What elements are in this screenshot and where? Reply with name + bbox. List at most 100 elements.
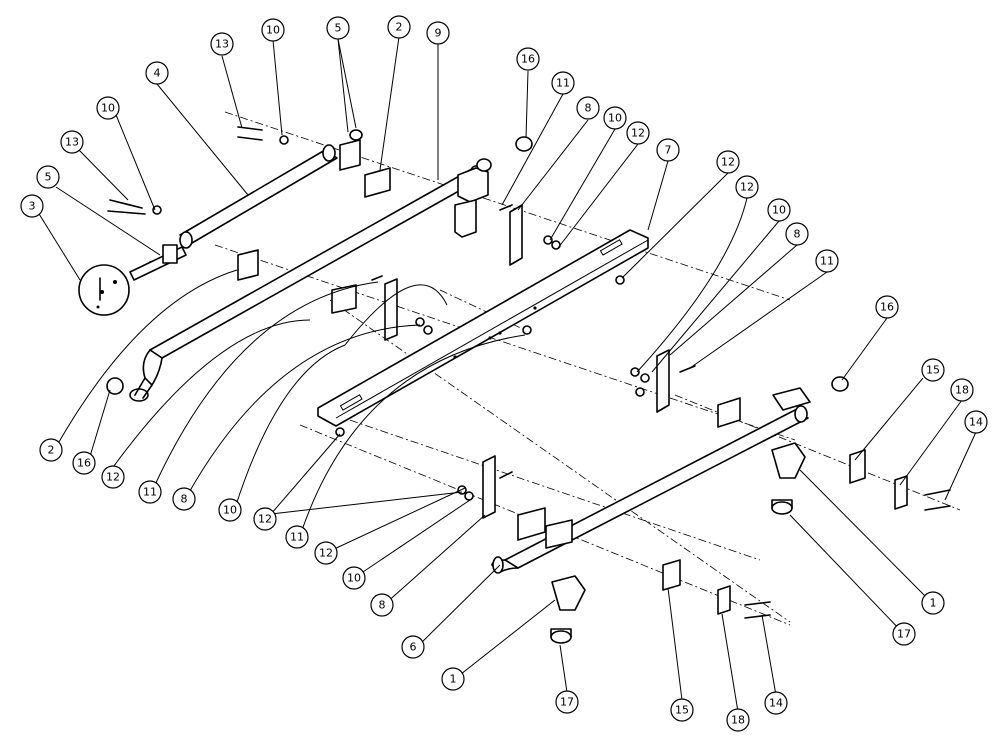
item-balloons: 13 10 5 2 9 16 11 8 10 12 7 12 12 10 8 1… <box>20 15 988 732</box>
item-balloon: 18 <box>950 378 974 402</box>
svg-text:11: 11 <box>556 77 570 90</box>
item-balloon: 15 <box>921 358 945 382</box>
svg-text:16: 16 <box>880 301 894 314</box>
item-balloon: 12 <box>314 541 338 565</box>
svg-text:12: 12 <box>631 127 645 140</box>
svg-text:12: 12 <box>740 181 754 194</box>
item-balloon: 12 <box>101 465 125 489</box>
caps-and-feet <box>106 136 849 644</box>
svg-text:16: 16 <box>521 53 535 66</box>
item-balloon: 12 <box>253 507 277 531</box>
svg-text:11: 11 <box>290 531 304 544</box>
swivel-castings <box>551 442 806 611</box>
svg-text:14: 14 <box>769 697 783 710</box>
svg-text:1: 1 <box>930 597 937 610</box>
item-balloon: 17 <box>555 690 579 714</box>
svg-text:10: 10 <box>347 572 361 585</box>
svg-text:9: 9 <box>435 27 442 40</box>
svg-text:5: 5 <box>335 22 342 35</box>
svg-text:8: 8 <box>585 102 592 115</box>
item-balloon: 8 <box>785 222 809 246</box>
svg-text:18: 18 <box>731 714 745 727</box>
svg-text:6: 6 <box>410 641 417 654</box>
svg-text:10: 10 <box>266 24 280 37</box>
item-balloon: 13 <box>60 130 84 154</box>
item-balloon: 12 <box>626 121 650 145</box>
item-balloon: 11 <box>285 525 309 549</box>
item-balloon: 14 <box>764 691 788 715</box>
svg-text:12: 12 <box>319 547 333 560</box>
item-balloon: 3 <box>20 194 44 218</box>
item-balloon: 10 <box>767 198 791 222</box>
svg-text:17: 17 <box>897 628 911 641</box>
center-channel-frame <box>317 229 649 427</box>
svg-text:5: 5 <box>45 171 52 184</box>
plates <box>384 204 908 615</box>
item-balloon: 8 <box>172 487 196 511</box>
svg-text:8: 8 <box>379 599 386 612</box>
item-balloon: 5 <box>326 16 350 40</box>
item-balloon: 11 <box>551 71 575 95</box>
svg-text:10: 10 <box>223 504 237 517</box>
item-balloon: 2 <box>387 15 411 39</box>
fasteners <box>107 126 951 619</box>
item-balloon: 4 <box>145 61 169 85</box>
item-balloon: 1 <box>441 667 465 691</box>
svg-text:11: 11 <box>143 486 157 499</box>
item-balloon: 14 <box>964 410 988 434</box>
item-balloon: 13 <box>210 32 234 56</box>
item-balloon: 10 <box>342 566 366 590</box>
item-balloon: 8 <box>576 96 600 120</box>
svg-text:16: 16 <box>77 457 91 470</box>
item-balloon: 16 <box>516 47 540 71</box>
svg-text:15: 15 <box>926 364 940 377</box>
item-balloon: 15 <box>670 698 694 722</box>
shaft-assembly-left <box>78 244 187 316</box>
svg-text:10: 10 <box>772 204 786 217</box>
item-balloon: 5 <box>36 165 60 189</box>
svg-text:7: 7 <box>665 144 672 157</box>
item-balloon: 16 <box>875 295 899 319</box>
svg-text:14: 14 <box>969 416 983 429</box>
item-balloon: 11 <box>138 480 162 504</box>
item-balloon: 11 <box>815 249 839 273</box>
svg-text:12: 12 <box>258 513 272 526</box>
svg-text:12: 12 <box>106 471 120 484</box>
svg-text:2: 2 <box>396 21 403 34</box>
svg-text:4: 4 <box>154 67 161 80</box>
item-balloon: 10 <box>218 498 242 522</box>
lower-bent-tube <box>491 405 809 574</box>
svg-text:13: 13 <box>65 136 79 149</box>
svg-text:11: 11 <box>820 255 834 268</box>
leader-lines <box>35 36 977 719</box>
svg-text:18: 18 <box>955 384 969 397</box>
item-balloon: 16 <box>72 451 96 475</box>
svg-text:8: 8 <box>794 228 801 241</box>
svg-text:17: 17 <box>560 696 574 709</box>
svg-text:1: 1 <box>450 673 457 686</box>
item-balloon: 2 <box>39 438 63 462</box>
svg-text:13: 13 <box>215 38 229 51</box>
saddle-clamp-top <box>237 129 477 314</box>
item-balloon: 12 <box>735 175 759 199</box>
item-balloon: 8 <box>370 593 394 617</box>
item-balloon: 10 <box>96 96 120 120</box>
svg-text:12: 12 <box>721 156 735 169</box>
svg-text:3: 3 <box>29 200 36 213</box>
item-balloon: 12 <box>716 150 740 174</box>
item-balloon: 7 <box>656 138 680 162</box>
svg-text:10: 10 <box>101 102 115 115</box>
item-balloon: 9 <box>426 21 450 45</box>
item-balloon: 6 <box>401 635 425 659</box>
item-balloon: 1 <box>921 591 945 615</box>
long-bent-tube <box>129 158 492 402</box>
svg-text:8: 8 <box>181 493 188 506</box>
svg-text:10: 10 <box>608 112 622 125</box>
item-balloon: 17 <box>892 622 916 646</box>
svg-text:2: 2 <box>48 444 55 457</box>
item-balloon: 10 <box>261 18 285 42</box>
item-balloon: 18 <box>726 708 750 732</box>
svg-text:15: 15 <box>675 704 689 717</box>
item-balloon: 10 <box>603 106 627 130</box>
